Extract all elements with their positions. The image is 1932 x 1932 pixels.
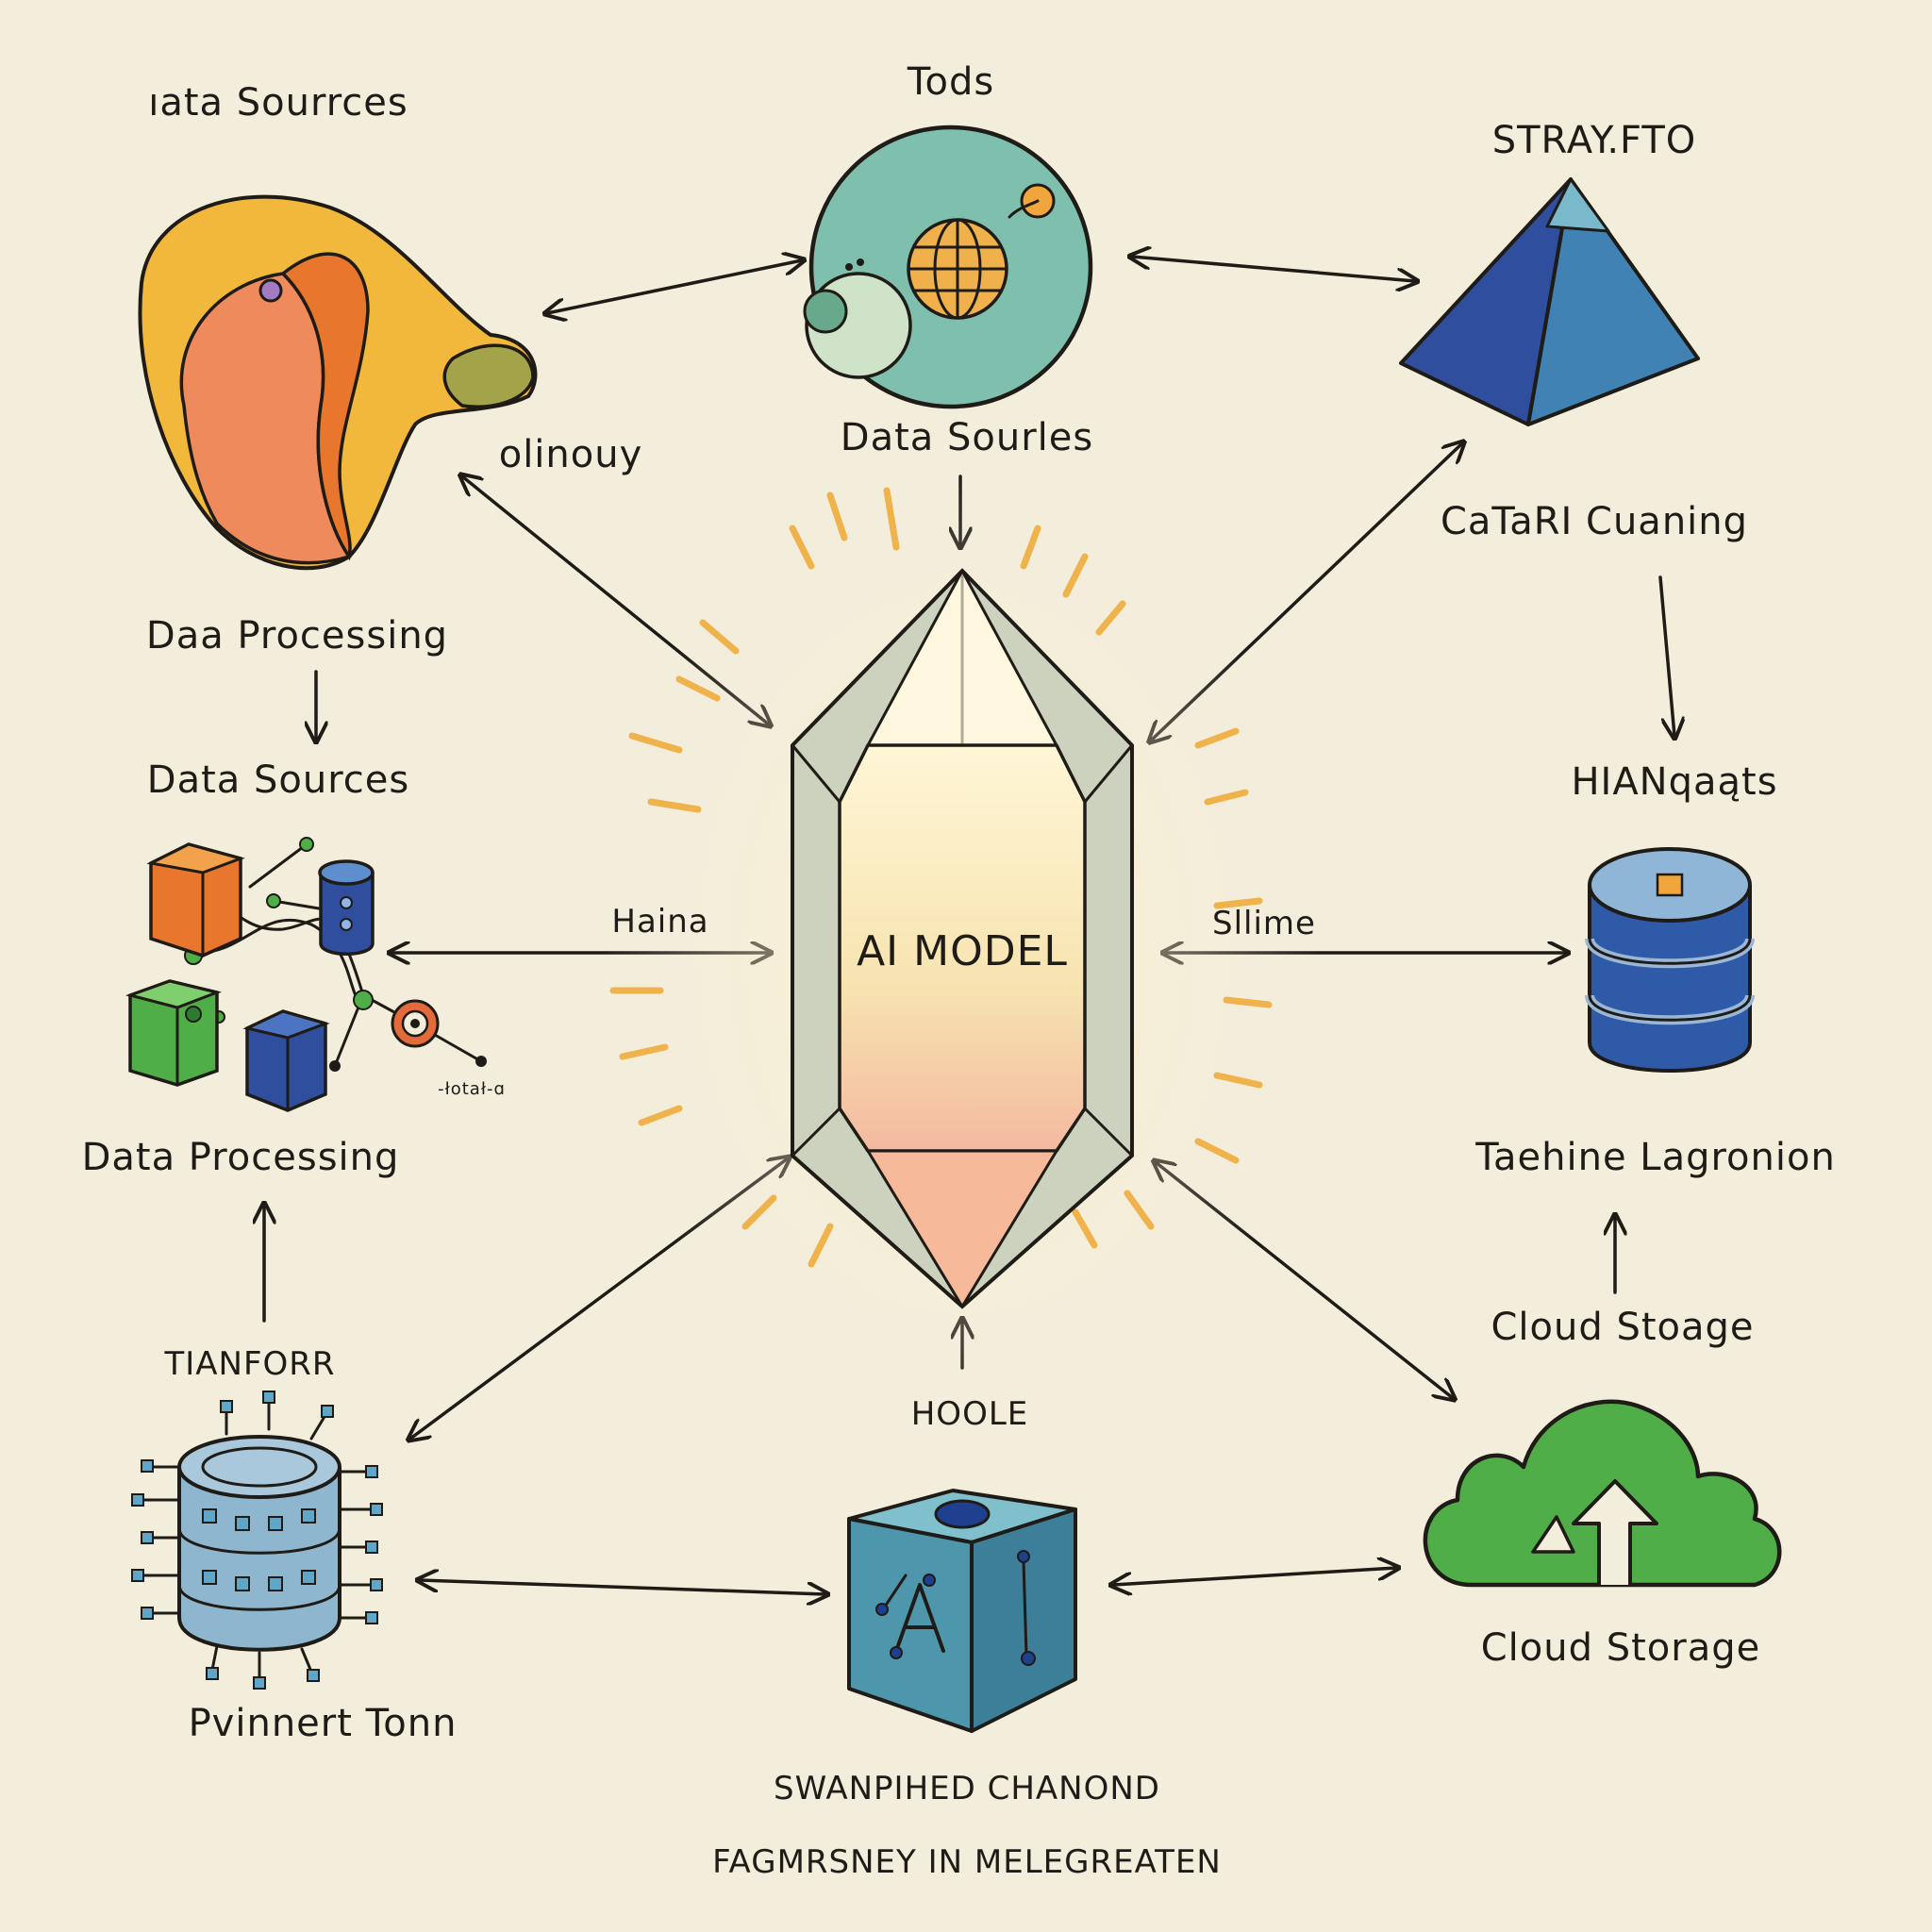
label-data-sources-top: Data Sourles <box>841 416 1093 459</box>
circuit-database-icon <box>131 1391 383 1690</box>
arrow-catari-down <box>1658 575 1674 736</box>
label-daa-processing: Daa Processing <box>146 614 448 658</box>
label-olinouy: olinouy <box>499 433 643 476</box>
label-cloud-stoage: Cloud Stoage <box>1491 1306 1754 1349</box>
label-sllime: Sllime <box>1212 905 1316 942</box>
label-hoole: HOOLE <box>911 1395 1029 1433</box>
label-taehine-lagronion: Taehine Lagronion <box>1474 1136 1836 1179</box>
arrow-swirl-globe <box>547 260 802 313</box>
data-blocks-network-icon <box>125 837 487 1112</box>
arrow-globe-pyramid <box>1132 257 1415 281</box>
database-icon <box>1585 847 1755 1073</box>
label-strayfto: STRAY.FTO <box>1492 119 1697 162</box>
label-tianforr: TIANFORR <box>163 1345 335 1383</box>
label-haina: Haina <box>611 903 708 941</box>
cloud-upload-icon <box>1423 1399 1782 1588</box>
labels: ıata Sourrces Tods STRAY.FTO olinouy Dat… <box>82 60 1836 1881</box>
globe-circle-icon <box>803 125 1093 409</box>
label-data-processing-left: Data Processing <box>82 1136 400 1179</box>
arrow-circuit-cube <box>420 1580 825 1594</box>
label-hianqaats: HIANqaąts <box>1571 760 1777 804</box>
label-data-sources-top-left: ıata Sourrces <box>148 81 408 125</box>
label-swanpihed-chanond: SWANPIHED CHANOND <box>774 1770 1160 1807</box>
label-cloud-storage: Cloud Storage <box>1481 1626 1760 1670</box>
ai-model-label: AI MODEL <box>857 927 1068 975</box>
label-tiny-caption: -łotał-ɑ <box>438 1079 506 1099</box>
ai-cube-icon <box>847 1489 1077 1733</box>
crystal-icon: AI MODEL <box>604 462 1321 1443</box>
label-fagmrsney: FAGMRSNEY IN MЕLEGREATEN <box>712 1843 1222 1881</box>
label-data-sources-left: Data Sources <box>147 758 409 802</box>
glow-rays <box>609 487 1273 1268</box>
label-tods: Tods <box>907 60 994 104</box>
label-catari-cuaning: CaTaRI Cuaning <box>1441 500 1748 543</box>
arrow-cube-cloud <box>1113 1568 1396 1585</box>
label-pvinnert-tonn: Pvinnert Tonn <box>189 1702 458 1745</box>
abstract-swirl-icon <box>138 194 538 571</box>
pyramid-icon <box>1399 177 1700 426</box>
